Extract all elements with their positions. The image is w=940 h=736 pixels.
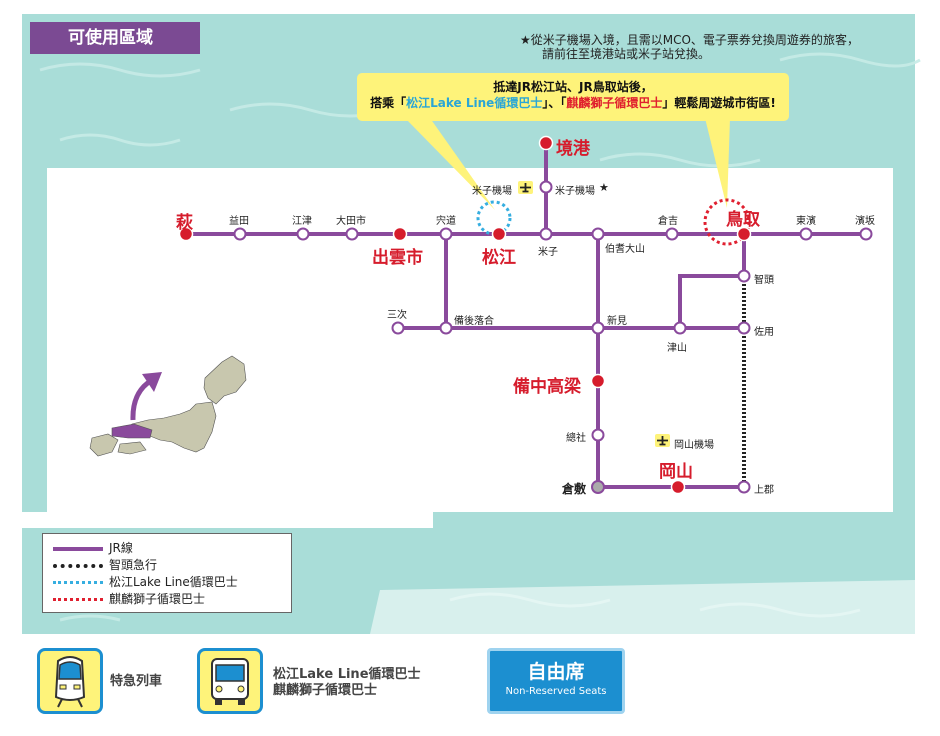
station-kurashiki	[591, 480, 605, 494]
label-miyoshi: 三次	[387, 310, 407, 321]
label-bus-line-1: 松江Lake Line循環巴士	[273, 667, 421, 682]
legend-kirin: 麒麟獅子循環巴士	[53, 592, 205, 607]
label-chizu: 智頭	[754, 275, 774, 286]
label-sayo: 佐用	[754, 327, 774, 338]
legend-chizu-express: 智頭急行	[53, 558, 157, 573]
legend-jr: JR線	[53, 541, 133, 556]
station-hokimizuyama	[591, 227, 605, 241]
label-izumoshi: 出雲市	[372, 248, 423, 268]
station-bitchutakahashi	[590, 373, 606, 389]
label-odashi: 大田市	[336, 216, 366, 227]
arrow-head	[142, 372, 162, 392]
station-tottori	[736, 226, 752, 242]
station-shinji	[439, 227, 453, 241]
label-shinji: 宍道	[436, 216, 456, 227]
non-reserved-seats-badge: 自由席 Non-Reserved Seats	[487, 648, 625, 714]
label-okayama: 岡山	[659, 462, 693, 482]
label-bingoochiai: 備後落合	[454, 316, 494, 327]
station-gotsu	[296, 227, 310, 241]
label-bitchutakahashi: 備中高梁	[513, 377, 581, 397]
label-masuda: 益田	[229, 216, 249, 227]
label-yonago-airport-stn: 米子機場	[555, 186, 595, 197]
station-niimi	[591, 321, 605, 335]
station-miyoshi	[391, 321, 405, 335]
station-chizu	[737, 269, 751, 283]
station-higashihama	[799, 227, 813, 241]
station-sayo	[737, 321, 751, 335]
label-hamasaka: 濱坂	[855, 216, 875, 227]
label-okayama-airport: 岡山機場	[674, 440, 714, 451]
station-yonago-airport	[539, 180, 553, 194]
station-tsuyama	[673, 321, 687, 335]
note-line-1: ★從米子機場入境，且需以MCO、電子票券兌換周遊券的旅客，	[520, 33, 859, 47]
train-icon	[37, 648, 103, 714]
airplane-icon	[518, 181, 533, 194]
callout-lake-line: 松江Lake Line循環巴士	[406, 96, 543, 110]
station-matsue	[491, 226, 507, 242]
label-kurayoshi: 倉吉	[658, 216, 678, 227]
station-sakaiminato	[538, 135, 554, 151]
label-sakaiminato: 境港	[556, 139, 590, 159]
label-hagi: 萩	[176, 213, 193, 233]
station-hagi	[178, 226, 194, 242]
station-kurayoshi	[665, 227, 679, 241]
callout-pointer-tottori	[705, 118, 730, 208]
label-higashihama: 東濱	[796, 216, 816, 227]
note-line-2: 請前往至境港站或米子站兌換。	[542, 47, 711, 61]
label-matsue: 松江	[482, 248, 516, 268]
station-bingoochiai	[439, 321, 453, 335]
coast-strip	[370, 580, 915, 634]
map-legend: JR線 智頭急行 松江Lake Line循環巴士 麒麟獅子循環巴士	[42, 533, 292, 613]
station-kamigori	[737, 480, 751, 494]
station-okayama	[670, 479, 686, 495]
station-soja	[591, 428, 605, 442]
bus-icon	[197, 648, 263, 714]
land-area	[22, 168, 893, 528]
station-masuda	[233, 227, 247, 241]
label-yonago-airport: 米子機場	[472, 186, 512, 197]
callout-kirin: 麒麟獅子循環巴士	[566, 96, 663, 110]
star-icon: ★	[599, 181, 609, 194]
seats-zh: 自由席	[527, 661, 585, 683]
callout-pointer-matsue	[405, 118, 495, 210]
label-tsuyama: 津山	[667, 343, 687, 354]
label-kurashiki: 倉敷	[562, 482, 587, 496]
seats-en: Non-Reserved Seats	[505, 686, 607, 697]
label-yonago: 米子	[538, 247, 558, 258]
station-odashi	[345, 227, 359, 241]
label-tottori: 鳥取	[726, 210, 760, 230]
japan-map-icon	[89, 355, 247, 457]
kirin-loop	[703, 198, 751, 246]
station-yonago	[539, 227, 553, 241]
label-soja: 總社	[566, 433, 586, 444]
label-hokimizuyama: 伯耆大山	[605, 244, 645, 255]
label-gotsu: 江津	[292, 216, 312, 227]
station-hamasaka	[859, 227, 873, 241]
major-stations	[178, 135, 752, 495]
label-kamigori: 上郡	[754, 485, 774, 496]
legend-lake-line: 松江Lake Line循環巴士	[53, 575, 238, 590]
label-bus-line-2: 麒麟獅子循環巴士	[273, 683, 378, 698]
callout-line-1: 抵達JR松江站、JR鳥取站後，	[493, 80, 653, 94]
label-niimi: 新見	[607, 316, 627, 327]
airport-note: ★從米子機場入境，且需以MCO、電子票券兌換周遊券的旅客， 請前往至境港站或米子…	[520, 33, 920, 61]
bus-callout: 抵達JR松江站、JR鳥取站後， 搭乘「松江Lake Line循環巴士」、「麒麟獅…	[357, 73, 789, 121]
callout-line-2: 搭乘「松江Lake Line循環巴士」、「麒麟獅子循環巴士」輕鬆周遊城市街區!	[370, 96, 776, 110]
minor-stations	[233, 180, 873, 494]
airplane-icon	[655, 434, 670, 447]
page-title: 可使用區域	[30, 22, 200, 54]
station-izumoshi	[392, 226, 408, 242]
label-express-train: 特急列車	[110, 674, 163, 689]
